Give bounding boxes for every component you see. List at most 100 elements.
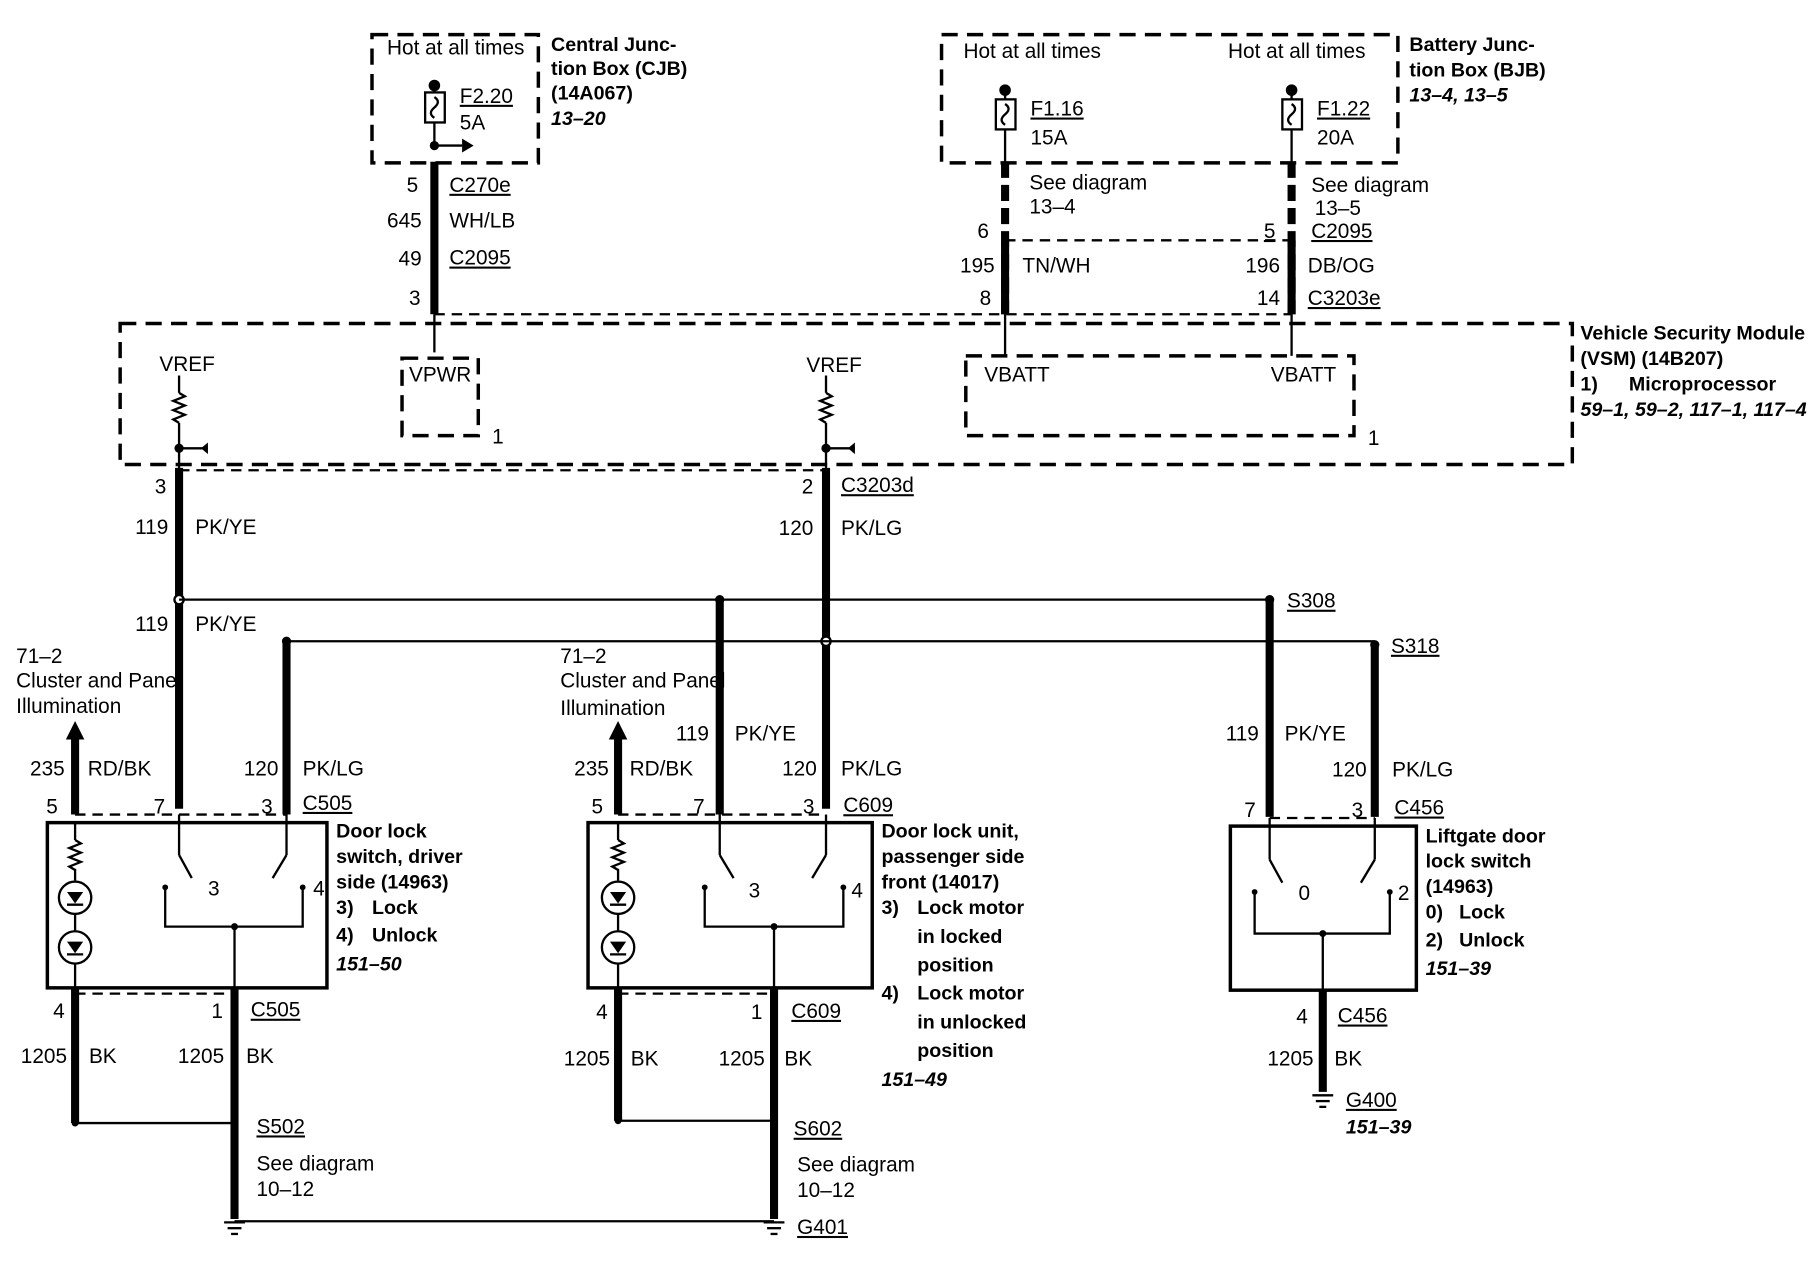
vpwr-label: VPWR xyxy=(409,363,471,386)
passenger-pos3-b: in locked xyxy=(917,926,1002,948)
circuit-1205-d: 1205 xyxy=(719,1047,765,1070)
liftgate-pos2-num: 2) xyxy=(1426,929,1443,951)
vsm-refs: 59–1, 59–2, 117–1, 117–4 xyxy=(1580,399,1806,421)
pin-2-out: 2 xyxy=(802,475,814,498)
driver-title-line3: side (14963) xyxy=(336,871,448,893)
fuse-icon xyxy=(994,84,1017,131)
bjb-hot-label-b: Hot at all times xyxy=(1228,40,1365,63)
circuit-1205-e: 1205 xyxy=(1267,1047,1313,1070)
liftgate-pin-3: 3 xyxy=(1352,799,1364,822)
driver-title-line1: Door lock xyxy=(336,821,427,843)
c3203d-connector: C3203d xyxy=(841,474,914,497)
driver-pos3-num: 3) xyxy=(336,897,353,919)
driver-title-line2: switch, driver xyxy=(336,846,463,868)
liftgate-ref: 151–39 xyxy=(1426,958,1492,980)
cjb-hot-label: Hot at all times xyxy=(387,36,524,59)
passenger-ground-pin-1: 1 xyxy=(751,1001,763,1024)
circuit-645: 645 xyxy=(387,210,422,233)
driver-ground-pin-4: 4 xyxy=(53,1000,65,1023)
driver-pin-5: 5 xyxy=(46,795,58,818)
illum-label-b2: Illumination xyxy=(560,697,665,720)
passenger-pos4-num: 4) xyxy=(881,982,898,1004)
vsm-note-text: Microprocessor xyxy=(1629,374,1777,396)
fuse-f1-22-amp: 20A xyxy=(1317,126,1354,149)
fuse-f2-20-label: F2.20 xyxy=(460,85,513,108)
fuse-f1-16-amp: 15A xyxy=(1031,126,1068,149)
liftgate-title-line2: lock switch xyxy=(1426,851,1532,873)
circuit-120-a: 120 xyxy=(244,757,279,780)
switch-pos-0: 0 xyxy=(1299,882,1311,905)
bjb-hot-label-a: Hot at all times xyxy=(963,40,1100,63)
switch-pos-3-b: 3 xyxy=(749,880,761,903)
driver-ground-connector: C505 xyxy=(251,999,301,1022)
passenger-pos4-c: position xyxy=(917,1040,993,1062)
liftgate-pos0-lock: Lock xyxy=(1459,902,1505,924)
splice-s502: S502 xyxy=(256,1115,305,1138)
circuit-120: 120 xyxy=(779,517,814,540)
vref-label-b: VREF xyxy=(806,354,861,377)
passenger-pos3-a: Lock motor xyxy=(917,897,1024,919)
bjb-title-line1: Battery Junc- xyxy=(1409,34,1534,56)
see-diagram-13-4-a: See diagram xyxy=(1029,171,1147,194)
driver-connector-c505: C505 xyxy=(303,792,353,815)
cjb-title-line2: tion Box (CJB) xyxy=(551,58,687,80)
splice-s602: S602 xyxy=(794,1118,843,1141)
see-diagram-13-5-b: 13–5 xyxy=(1315,197,1361,220)
vbatt-label-b: VBATT xyxy=(1271,363,1337,386)
wire-color-wh-lb: WH/LB xyxy=(449,210,515,233)
lamp-icon xyxy=(57,822,93,988)
circuit-120-b: 120 xyxy=(782,757,817,780)
passenger-pos3-num: 3) xyxy=(881,897,898,919)
wire-color-bk-b: BK xyxy=(246,1045,274,1068)
liftgate-connector-c456: C456 xyxy=(1394,797,1444,820)
pin-14: 14 xyxy=(1257,287,1280,310)
circuit-1205-b: 1205 xyxy=(178,1045,224,1068)
liftgate-pin-7: 7 xyxy=(1244,799,1256,822)
vref-label-a: VREF xyxy=(159,353,214,376)
ground-g400-ref: 151–39 xyxy=(1346,1116,1412,1138)
microprocessor-note-a: 1 xyxy=(492,426,504,449)
circuit-120-c: 120 xyxy=(1332,758,1367,781)
fuse-f1-22-label: F1.22 xyxy=(1317,98,1370,121)
cjb-title-line1: Central Junc- xyxy=(551,34,676,56)
ground-g401: G401 xyxy=(797,1216,848,1239)
vsm-pin-3: 3 xyxy=(409,287,421,310)
vsm-note-number: 1) xyxy=(1580,374,1597,396)
passenger-title-line2: passenger side xyxy=(881,846,1024,868)
cjb-title-line3: (14A067) xyxy=(551,82,633,104)
switch-icon xyxy=(162,814,306,988)
wire-color-pk-lg-a: PK/LG xyxy=(303,757,364,780)
ground-g400: G400 xyxy=(1346,1089,1397,1112)
resistor-icon xyxy=(817,375,855,468)
circuit-119: 119 xyxy=(135,516,168,539)
passenger-pin-7: 7 xyxy=(693,795,705,818)
fuse-icon xyxy=(1281,84,1304,131)
driver-pin-7: 7 xyxy=(154,795,166,818)
wire-color-pk-lg: PK/LG xyxy=(841,517,902,540)
illum-label-b: Cluster and Panel xyxy=(560,669,725,692)
pin-8: 8 xyxy=(980,287,992,310)
wire-color-pk-ye-d: PK/YE xyxy=(1285,723,1346,746)
c2095-pin-49: 49 xyxy=(399,248,422,271)
switch-pos-4-b: 4 xyxy=(851,880,863,903)
wire-color-bk-c: BK xyxy=(631,1047,659,1070)
liftgate-title-line1: Liftgate door xyxy=(1426,825,1546,847)
c2095-connector-a: C2095 xyxy=(449,247,510,270)
illum-ref-a: 71–2 xyxy=(16,645,62,668)
wire-color-pk-ye-b: PK/YE xyxy=(195,613,256,636)
passenger-ref: 151–49 xyxy=(881,1069,947,1091)
splice-s318: S318 xyxy=(1391,635,1440,658)
microprocessor-note-b: 1 xyxy=(1368,427,1380,450)
driver-ground-pin-1: 1 xyxy=(211,1000,223,1023)
switch-icon xyxy=(1251,818,1393,991)
switch-icon xyxy=(701,814,847,988)
liftgate-ground-connector: C456 xyxy=(1338,1005,1388,1028)
passenger-connector-c609: C609 xyxy=(843,794,893,817)
splice-s308: S308 xyxy=(1287,590,1336,613)
circuit-119-d: 119 xyxy=(1226,723,1259,746)
passenger-title-line1: Door lock unit, xyxy=(881,821,1018,843)
passenger-see-ref: 10–12 xyxy=(797,1179,855,1202)
ground-icon xyxy=(763,1221,785,1236)
